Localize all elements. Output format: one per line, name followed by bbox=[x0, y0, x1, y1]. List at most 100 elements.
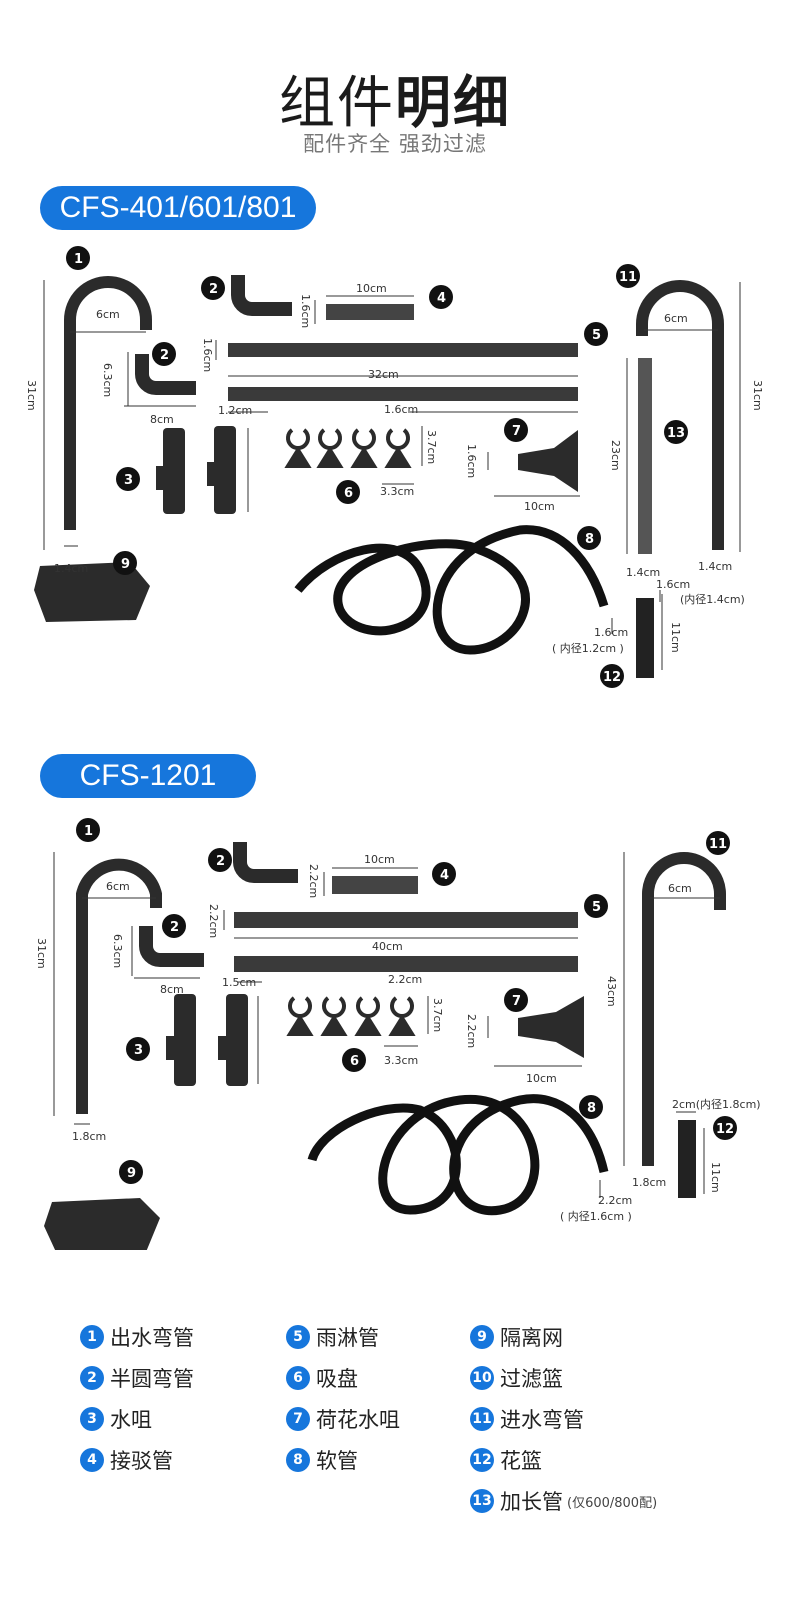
dim-13-length: 23cm bbox=[609, 440, 622, 471]
dim-3-diameter: 1.2cm bbox=[218, 404, 252, 417]
dim-4-diameter: 2.2cm bbox=[307, 864, 320, 898]
dim-1-height: 31cm bbox=[25, 380, 38, 411]
spray-bar-b bbox=[228, 387, 578, 401]
connector-pipe bbox=[332, 876, 418, 894]
parts-diagram-1201: 6cm 31cm 1.8cm 6.3cm 8cm 2.2cm 10cm 2.2c… bbox=[35, 818, 761, 1250]
legend-number: 8 bbox=[286, 1448, 310, 1472]
flexible-hose bbox=[307, 1094, 609, 1216]
dim-12-diameter: 1.6cm bbox=[656, 578, 690, 591]
marker-9: 9 bbox=[121, 557, 130, 572]
strainer-basket bbox=[678, 1120, 696, 1198]
dim-4-length: 10cm bbox=[364, 853, 395, 866]
part-markers: 1 2 2 3 4 5 6 7 8 9 11 12 13 bbox=[66, 246, 688, 688]
dim-1-diameter: 1.4cm bbox=[54, 562, 88, 575]
half-bend-pipe-b bbox=[139, 926, 204, 967]
dim-2-height: 6.3cm bbox=[101, 363, 114, 397]
flexible-hose bbox=[294, 525, 609, 655]
valve-b bbox=[214, 426, 236, 514]
legend-label: 出水弯管 bbox=[110, 1326, 194, 1350]
isolation-mesh bbox=[34, 562, 150, 622]
dim-12-inner: (内径1.4cm) bbox=[680, 592, 745, 606]
legend-label: 加长管 bbox=[500, 1490, 563, 1514]
valve-a bbox=[174, 994, 196, 1086]
legend-number: 2 bbox=[80, 1366, 104, 1390]
isolation-mesh bbox=[44, 1198, 160, 1250]
spray-bar-b bbox=[234, 956, 578, 972]
outlet-bend-pipe bbox=[64, 276, 152, 530]
dim-5-diameter-2: 2.2cm bbox=[388, 973, 422, 986]
marker-8: 8 bbox=[585, 532, 594, 547]
dim-5-diameter: 2.2cm bbox=[207, 904, 220, 938]
legend-label: 软管 bbox=[316, 1449, 358, 1473]
marker-7: 7 bbox=[512, 994, 521, 1009]
valve-a bbox=[163, 428, 185, 514]
parts-diagram-401: 6cm 31cm 1.4cm 6.3cm 8cm 1.6cm 10cm 1.6c… bbox=[25, 246, 764, 688]
legend-label: 花篮 bbox=[500, 1449, 542, 1473]
marker-12: 12 bbox=[716, 1122, 734, 1137]
marker-4: 4 bbox=[437, 291, 446, 306]
legend-number: 3 bbox=[80, 1407, 104, 1431]
legend-number: 9 bbox=[470, 1325, 494, 1349]
dim-11-width: 6cm bbox=[668, 882, 692, 895]
dim-4-diameter: 1.6cm bbox=[299, 294, 312, 328]
dim-6-width: 3.3cm bbox=[380, 485, 414, 498]
dim-11-width: 6cm bbox=[664, 312, 688, 325]
legend-label: 半圆弯管 bbox=[110, 1367, 194, 1391]
legend-label: 吸盘 bbox=[316, 1367, 358, 1391]
strainer-basket bbox=[636, 598, 654, 678]
inlet-bend-pipe bbox=[636, 280, 724, 550]
dim-8-inner: ( 内径1.2cm ) bbox=[552, 641, 624, 655]
outlet-bend-pipe bbox=[76, 858, 162, 1114]
dim-1-height: 31cm bbox=[35, 938, 48, 969]
dim-12-length: 11cm bbox=[669, 622, 682, 653]
spray-bar-a bbox=[228, 343, 578, 357]
connector-pipe bbox=[326, 304, 414, 320]
marker-8: 8 bbox=[587, 1101, 596, 1116]
suction-cups bbox=[286, 996, 416, 1036]
legend-number: 12 bbox=[470, 1448, 494, 1472]
extension-pipe bbox=[638, 358, 652, 554]
half-bend-pipe-a bbox=[233, 842, 298, 883]
dim-2-height: 6.3cm bbox=[111, 934, 124, 968]
lotus-nozzle bbox=[518, 996, 584, 1058]
model-badge-1201: CFS-1201 bbox=[40, 754, 256, 798]
title-bold: 明细 bbox=[395, 71, 511, 136]
marker-11: 11 bbox=[709, 837, 727, 852]
dim-12-length: 11cm bbox=[709, 1162, 722, 1193]
lotus-nozzle bbox=[518, 430, 578, 492]
legend-label: 过滤篮 bbox=[500, 1367, 563, 1391]
half-bend-pipe-a bbox=[231, 275, 292, 316]
dim-1-diameter: 1.8cm bbox=[72, 1130, 106, 1143]
dim-11-height: 31cm bbox=[751, 380, 764, 411]
dim-3-diameter: 1.5cm bbox=[222, 976, 256, 989]
marker-2a: 2 bbox=[209, 282, 218, 297]
legend-number: 13 bbox=[470, 1489, 494, 1513]
dim-12-diameter: 2cm(内径1.8cm) bbox=[672, 1097, 761, 1111]
legend-label: 隔离网 bbox=[500, 1326, 563, 1350]
legend-number: 7 bbox=[286, 1407, 310, 1431]
marker-1: 1 bbox=[74, 252, 83, 267]
marker-1: 1 bbox=[84, 824, 93, 839]
marker-6: 6 bbox=[344, 486, 353, 501]
dim-13-diameter: 1.4cm bbox=[626, 566, 660, 579]
legend-note: (仅600/800配) bbox=[567, 1495, 658, 1511]
marker-4: 4 bbox=[440, 868, 449, 883]
title-regular: 组件 bbox=[279, 71, 395, 136]
dim-5-diameter-2: 1.6cm bbox=[384, 403, 418, 416]
suction-cups bbox=[284, 428, 412, 468]
marker-2a: 2 bbox=[216, 854, 225, 869]
dim-4-length: 10cm bbox=[356, 282, 387, 295]
dim-11-diameter: 1.4cm bbox=[698, 560, 732, 573]
legend-number: 11 bbox=[470, 1407, 494, 1431]
marker-12: 12 bbox=[603, 670, 621, 685]
